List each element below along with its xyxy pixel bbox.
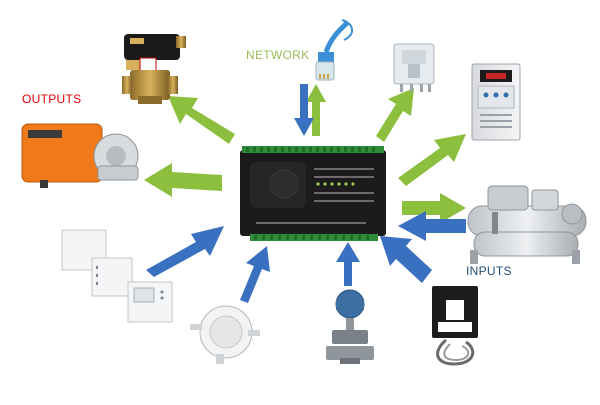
arrow-to-solenoid-valve	[168, 96, 235, 144]
controller-icon	[240, 146, 386, 241]
arrow-from-network-down	[294, 84, 314, 136]
differential-pressure-switch-icon	[190, 305, 260, 364]
arrow-from-chiller	[398, 211, 466, 241]
arrows	[144, 84, 466, 303]
arrow-to-vfd-drive	[398, 134, 466, 186]
relay-icon	[393, 43, 435, 92]
solenoid-valve-icon	[122, 34, 186, 104]
network-cable-icon	[315, 19, 353, 81]
outputs-label: OUTPUTS	[22, 92, 82, 106]
damper-actuator-icon	[21, 123, 139, 188]
current-sensor-icon	[432, 286, 478, 366]
arrow-from-current-sensor	[380, 236, 432, 283]
room-thermostat-icon	[61, 229, 173, 323]
arrow-to-relay	[376, 88, 414, 142]
pressure-transmitter-icon	[326, 289, 374, 364]
inputs-label: INPUTS	[466, 264, 512, 278]
arrow-from-thermostat	[146, 226, 224, 277]
arrow-to-network-up	[306, 84, 326, 136]
arrow-from-pressure-switch	[240, 246, 270, 303]
network-label: NETWORK	[246, 48, 310, 62]
chiller-icon	[467, 185, 587, 264]
arrow-from-pressure-transmitter	[336, 242, 360, 286]
arrow-to-damper-actuator	[144, 163, 222, 197]
vfd-drive-icon	[471, 63, 521, 141]
arrow-to-chiller	[402, 193, 466, 223]
